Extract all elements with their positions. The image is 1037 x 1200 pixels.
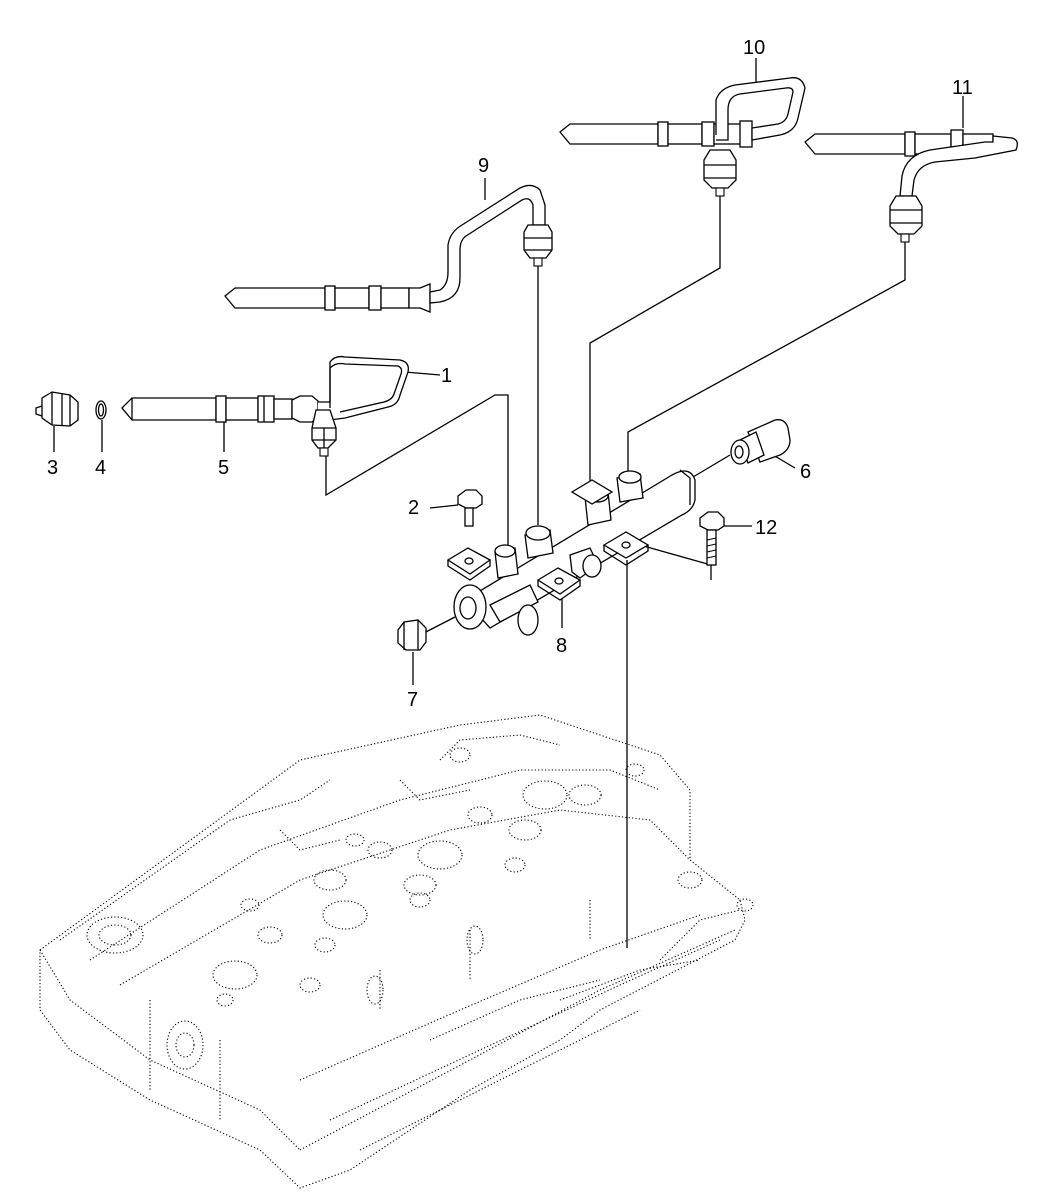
callout-2: 2 [408,497,419,519]
part-11-injection-line [804,129,1018,243]
callout-8: 8 [556,635,567,657]
callout-9: 9 [478,155,489,177]
part-1-injection-line [291,355,409,457]
part-3-nut [35,391,79,427]
callout-labels: 1 2 3 4 5 6 7 8 9 10 11 12 [47,37,973,711]
callout-4: 4 [95,457,106,479]
callout-11: 11 [952,77,973,99]
callout-7: 7 [407,689,418,711]
callout-10: 10 [743,37,765,59]
callout-3: 3 [47,457,58,479]
fuel-rail [446,469,696,636]
callout-6: 6 [800,461,811,483]
callout-1: 1 [441,365,452,387]
part-2-bolt [457,489,483,527]
part-5-injector [121,395,293,423]
part-4-washer [95,400,107,420]
callout-12: 12 [755,517,777,539]
callout-5: 5 [218,457,229,479]
part-7-plug [397,619,427,651]
part-6-pressure-sensor [730,419,791,465]
part-9-injection-line [224,184,553,313]
part-12-bolt [699,511,725,566]
cylinder-head [39,714,754,1189]
part-10-injection-line [559,77,806,197]
